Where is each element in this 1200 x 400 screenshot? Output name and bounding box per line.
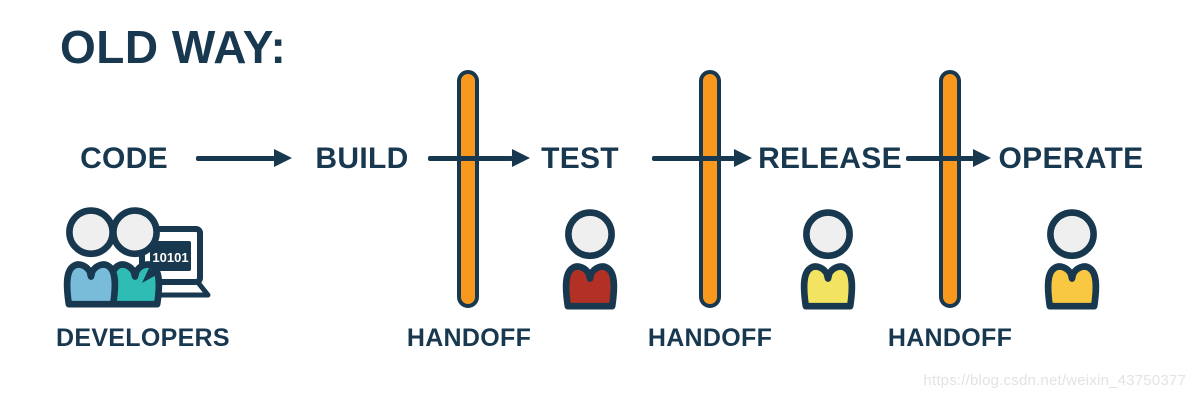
stage-label-build: BUILD — [315, 142, 409, 175]
handoff-wall-1 — [457, 70, 479, 308]
laptop-screen-text: 10101 — [152, 250, 188, 265]
developers-icon: 10101 — [63, 207, 211, 308]
release-person-icon — [800, 209, 856, 310]
stage-label-release: RELEASE — [758, 142, 902, 175]
person-head — [565, 209, 615, 260]
diagram-title: OLD WAY: — [60, 21, 287, 73]
person-head — [110, 207, 160, 258]
handoff-wall-2 — [699, 70, 721, 308]
person-body — [562, 263, 618, 310]
stage-label-operate: OPERATE — [998, 142, 1144, 175]
handoff-label-2: HANDOFF — [647, 324, 773, 352]
handoff-wall-3 — [939, 70, 961, 308]
developer-person-left — [63, 207, 119, 308]
person-body — [1044, 263, 1100, 310]
watermark-text: https://blog.csdn.net/weixin_43750377 — [923, 372, 1186, 389]
person-body — [63, 261, 119, 308]
handoff-label-1: HANDOFF — [406, 324, 532, 352]
tester-person-icon — [562, 209, 618, 310]
stage-label-code: CODE — [80, 142, 168, 175]
handoff-label-3: HANDOFF — [887, 324, 1013, 352]
stage-label-test: TEST — [541, 142, 619, 175]
person-head — [803, 209, 853, 260]
laptop-screen — [150, 241, 191, 271]
developers-label: DEVELOPERS — [56, 324, 230, 352]
person-body — [800, 263, 856, 310]
arrow-build-to-test-icon — [428, 149, 530, 167]
arrow-release-to-operate-icon — [906, 149, 991, 167]
laptop-screen-tail — [142, 268, 158, 283]
person-head — [1047, 209, 1097, 260]
operator-person-icon — [1044, 209, 1100, 310]
arrow-code-to-build-icon — [196, 149, 292, 167]
arrow-test-to-release-icon — [652, 149, 752, 167]
person-head — [66, 207, 116, 258]
